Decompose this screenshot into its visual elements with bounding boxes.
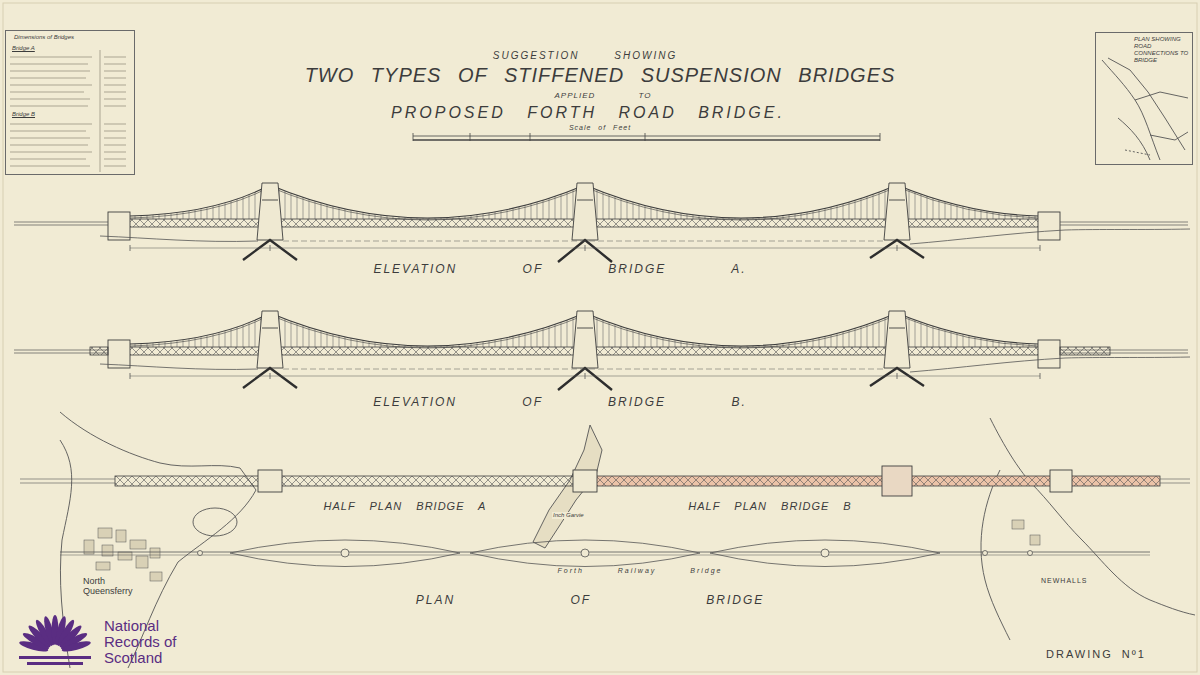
drawing-label: APPLIED TO (554, 92, 653, 101)
drawing-label: DRAWING Nº1 (1045, 648, 1147, 660)
tower (257, 183, 910, 240)
coastline (60, 412, 1195, 668)
drawing-label: HALF PLAN BRIDGE B (687, 500, 852, 512)
drawing-label: ELEVATION OF BRIDGE A. (372, 263, 747, 276)
logo-mark (18, 615, 91, 665)
drawing-title: TWO TYPES OF STIFFENED SUSPENSION BRIDGE… (304, 64, 897, 86)
drawing-label: HALF PLAN BRIDGE A (323, 500, 488, 512)
anchorage (108, 212, 1060, 240)
node-text: Dimensions of Bridges (14, 34, 74, 41)
road-connection-sketch (1102, 58, 1188, 160)
suspension-bridge-elevation (14, 183, 1190, 262)
drawing-label: NEWHALLS (1040, 577, 1089, 585)
drawing-label: Inch Garvie (552, 512, 585, 519)
drawing-label: Scale of Feet (568, 124, 632, 132)
node-text: PLAN SHOWING ROAD CONNECTIONS TO BRIDGE (1134, 36, 1189, 64)
town-blocks (84, 520, 1040, 581)
sheet-edge (3, 3, 1197, 672)
scale-bar (413, 133, 880, 141)
drawing-label: PLAN OF BRIDGE (415, 594, 765, 607)
table-rows (10, 50, 126, 172)
drawing-label: SUGGESTION SHOWING (492, 50, 678, 61)
node-text: Bridge A (12, 45, 35, 52)
node-text: Bridge B (12, 111, 35, 118)
approach-road (14, 222, 1188, 225)
drawing-label: Forth Railway Bridge (557, 567, 724, 575)
drawing-label: North Queensferry (82, 577, 146, 597)
drawing-label: PROPOSED FORTH ROAD BRIDGE. (390, 104, 786, 122)
railway-bridge-plan (60, 540, 1150, 567)
inset-plan-box: PLAN SHOWING ROAD CONNECTIONS TO BRIDGE (1095, 32, 1193, 165)
drawing-label: National Records of Scotland (103, 618, 205, 665)
suspension-bridge-elevation (14, 311, 1190, 390)
drawing-label: ELEVATION OF BRIDGE B. (372, 396, 748, 409)
pier-foundation (243, 240, 924, 262)
road-bridge-plan (20, 466, 1190, 496)
ground-line (100, 229, 1190, 251)
dimensions-table: Dimensions of BridgesBridge A Bridge B (5, 30, 135, 175)
deck-extension (90, 347, 1110, 355)
